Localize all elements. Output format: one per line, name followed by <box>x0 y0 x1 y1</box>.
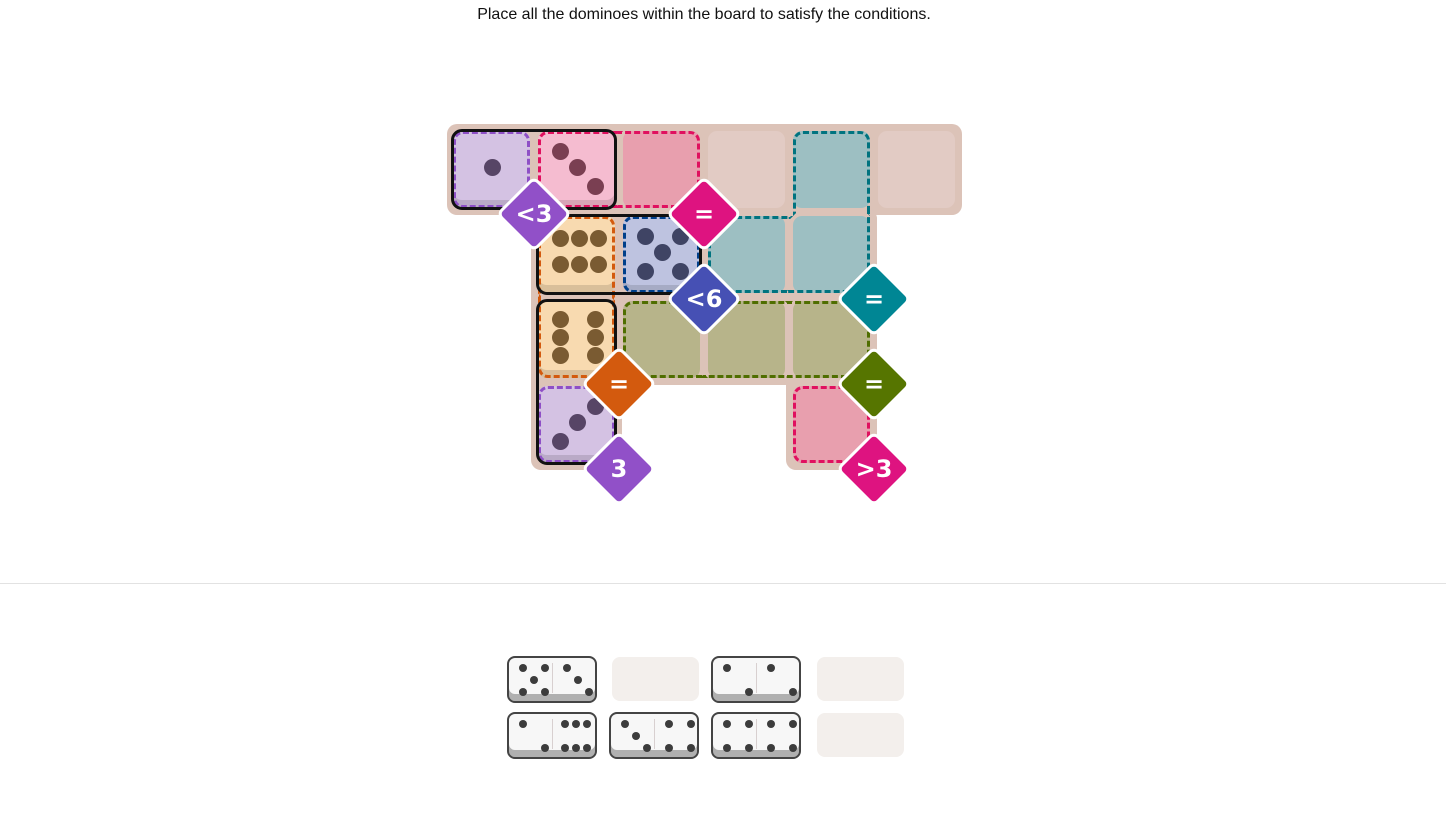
condition-label: = <box>693 200 715 228</box>
pip <box>541 664 549 672</box>
pip <box>541 744 549 752</box>
pip <box>587 311 604 328</box>
pip <box>552 230 569 247</box>
domino-divider <box>552 663 553 693</box>
pip <box>687 744 695 752</box>
game-board: <3 = = = <6 = 3 >3 <box>447 124 962 508</box>
pip <box>574 676 582 684</box>
pip <box>745 744 753 752</box>
tray-domino[interactable] <box>711 712 801 759</box>
pip <box>637 263 654 280</box>
pip <box>723 720 731 728</box>
board-cell[interactable] <box>538 131 615 208</box>
pip <box>665 720 673 728</box>
pip <box>552 329 569 346</box>
pip <box>569 414 586 431</box>
pip <box>587 178 604 195</box>
pip <box>552 143 569 160</box>
pip <box>561 744 569 752</box>
pip <box>767 664 775 672</box>
pip <box>745 720 753 728</box>
pip <box>585 688 593 696</box>
pip <box>552 433 569 450</box>
tray-domino[interactable] <box>711 656 801 703</box>
domino-divider <box>756 719 757 749</box>
pip <box>637 228 654 245</box>
pip <box>789 744 797 752</box>
pip <box>519 720 527 728</box>
empty-tray-slot[interactable] <box>817 657 904 701</box>
condition-label: = <box>863 285 885 313</box>
board-cell[interactable] <box>793 131 870 208</box>
pip <box>530 676 538 684</box>
pip <box>572 720 580 728</box>
pip <box>563 664 571 672</box>
pip <box>687 720 695 728</box>
pip <box>552 311 569 328</box>
condition-label: <6 <box>685 285 723 313</box>
pip <box>745 688 753 696</box>
pip <box>571 230 588 247</box>
pip <box>665 744 673 752</box>
pip <box>789 688 797 696</box>
pip <box>569 159 586 176</box>
tray-domino[interactable] <box>507 656 597 703</box>
condition-label: >3 <box>855 455 893 483</box>
pip <box>552 256 569 273</box>
pip <box>672 263 689 280</box>
pip <box>654 244 671 261</box>
tray-domino[interactable] <box>507 712 597 759</box>
empty-tray-slot[interactable] <box>612 657 699 701</box>
pip <box>767 720 775 728</box>
board-cell[interactable] <box>878 131 955 208</box>
pip <box>590 230 607 247</box>
pip <box>789 720 797 728</box>
pip <box>572 744 580 752</box>
tray-domino[interactable] <box>609 712 699 759</box>
empty-tray-slot[interactable] <box>817 713 904 757</box>
pip <box>561 720 569 728</box>
condition-label: 3 <box>610 455 628 483</box>
domino-divider <box>552 719 553 749</box>
pip <box>519 688 527 696</box>
condition-label: <3 <box>515 200 553 228</box>
pip <box>587 347 604 364</box>
divider <box>0 583 1446 584</box>
condition-label: = <box>608 370 630 398</box>
pip <box>621 720 629 728</box>
pip <box>583 720 591 728</box>
instruction-text: Place all the dominoes within the board … <box>477 6 931 23</box>
pip <box>723 664 731 672</box>
condition-label: = <box>863 370 885 398</box>
pip <box>590 256 607 273</box>
pip <box>552 347 569 364</box>
pip <box>571 256 588 273</box>
pip <box>643 744 651 752</box>
pip <box>583 744 591 752</box>
pip <box>541 688 549 696</box>
domino-divider <box>756 663 757 693</box>
domino-divider <box>654 719 655 749</box>
pip <box>723 744 731 752</box>
pip <box>484 159 501 176</box>
pip <box>587 329 604 346</box>
pip <box>519 664 527 672</box>
pip <box>767 744 775 752</box>
pip <box>632 732 640 740</box>
